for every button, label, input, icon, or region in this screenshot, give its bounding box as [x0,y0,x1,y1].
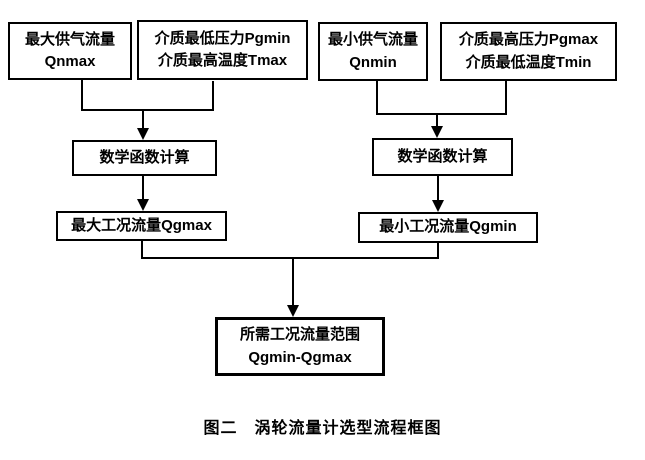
arrowhead-calc-right [431,126,443,138]
edge-merge-top-right [376,81,507,115]
arrowhead-qgmax [137,199,149,211]
edge-merge-bottom [141,241,439,259]
node-range-line1: 所需工况流量范围 [239,326,360,343]
figure-caption: 图二 涡轮流量计选型流程框图 [203,420,442,437]
node-qnmax: 最大供气流量 Qnmax [8,22,132,80]
node-qgmax-line1: 最大工况流量Qgmax [71,216,212,234]
node-calc-left-line1: 数学函数计算 [99,148,190,166]
node-pgmax-tmin-line1: 介质最高压力Pgmax [458,31,599,48]
node-calc-right: 数学函数计算 [372,138,513,176]
arrowhead-qgmin [432,200,444,212]
node-qgmax: 最大工况流量Qgmax [56,211,227,241]
node-range-line2: Qgmin-Qgmax [248,348,352,366]
arrowhead-calc-left [137,128,149,140]
node-pgmax-tmin-line2: 介质最低温度Tmin [465,53,592,71]
edge-merge-top-left [81,80,214,111]
node-qnmin-line2: Qnmin [349,53,397,71]
node-qnmin: 最小供气流量 Qnmin [318,22,428,81]
node-range: 所需工况流量范围 Qgmin-Qgmax [215,317,385,376]
node-pgmin-tmax: 介质最低压力Pgmin 介质最高温度Tmax [137,20,308,80]
node-qnmax-line1: 最大供气流量 [24,30,115,48]
node-qgmin: 最小工况流量Qgmin [358,212,538,243]
node-qnmax-line2: Qnmax [44,53,96,70]
arrowhead-range [287,305,299,317]
node-pgmin-tmax-line1: 介质最低压力Pgmin [154,29,291,47]
node-pgmax-tmin: 介质最高压力Pgmax 介质最低温度Tmin [440,22,617,81]
node-pgmin-tmax-line2: 介质最高温度Tmax [157,52,288,69]
node-qnmin-line1: 最小供气流量 [327,31,418,48]
node-calc-right-line1: 数学函数计算 [397,147,488,165]
node-qgmin-line1: 最小工况流量Qgmin [379,218,517,236]
node-calc-left: 数学函数计算 [72,140,217,176]
